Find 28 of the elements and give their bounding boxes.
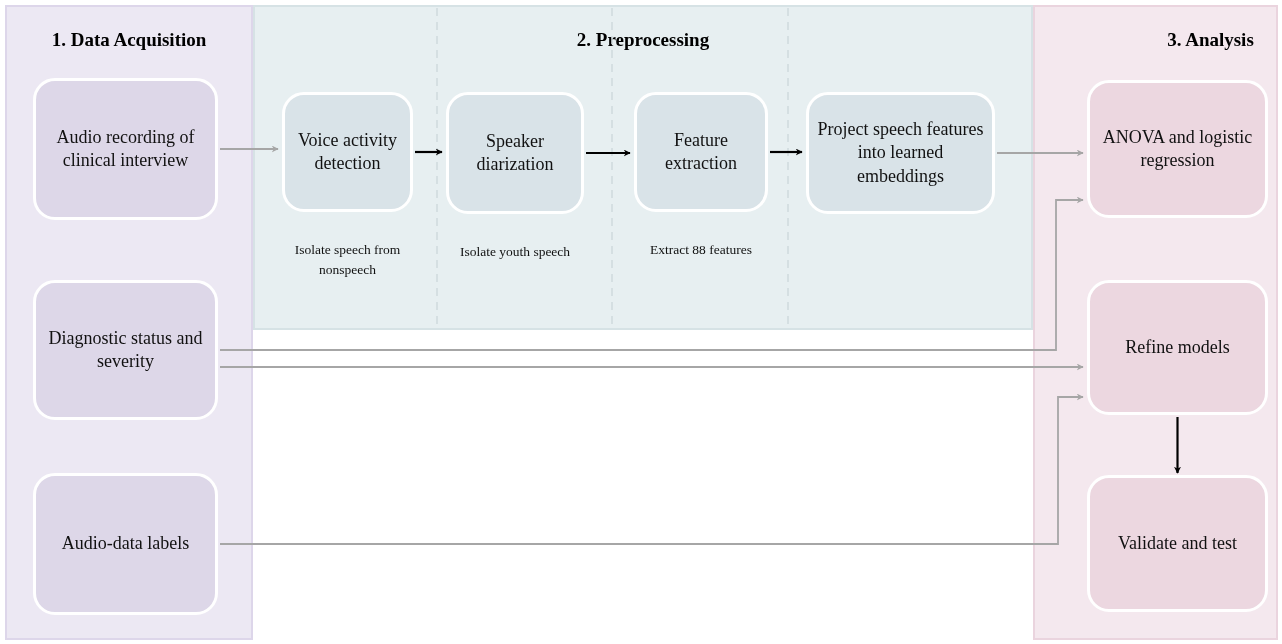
process-box: Refine models [1087,280,1268,415]
step-description: Extract 88 features [649,241,753,259]
stage-heading: 3. Analysis [1167,29,1254,51]
stage-heading: 1. Data Acquisition [51,29,207,51]
process-box: Speaker diarization [446,92,584,214]
arrow [219,145,279,153]
arrow [219,196,1084,351]
stage-panel [5,5,253,640]
process-box: Project speech features into learned embeddings [806,92,995,214]
process-box: Audio recording of clinical interview [33,78,218,220]
arrow [219,393,1084,545]
process-box: Feature extraction [634,92,768,212]
process-box: ANOVA and logistic regression [1087,80,1268,218]
stage-panel [1033,5,1278,640]
process-box: Validate and test [1087,475,1268,612]
process-box: Audio-data labels [33,473,218,615]
step-description: Isolate youth speech [458,243,572,261]
step-description: Isolate speech from nonspeech [293,241,402,280]
arrow [770,148,803,156]
arrow [219,363,1084,371]
arrow [415,148,443,156]
stage-heading: 2. Preprocessing [576,29,710,51]
stage-panel [253,5,1033,330]
arrow [996,149,1084,157]
arrow [1174,417,1181,474]
process-box: Diagnostic status and severity [33,280,218,420]
arrow [586,149,631,157]
process-box: Voice activity detection [282,92,413,212]
